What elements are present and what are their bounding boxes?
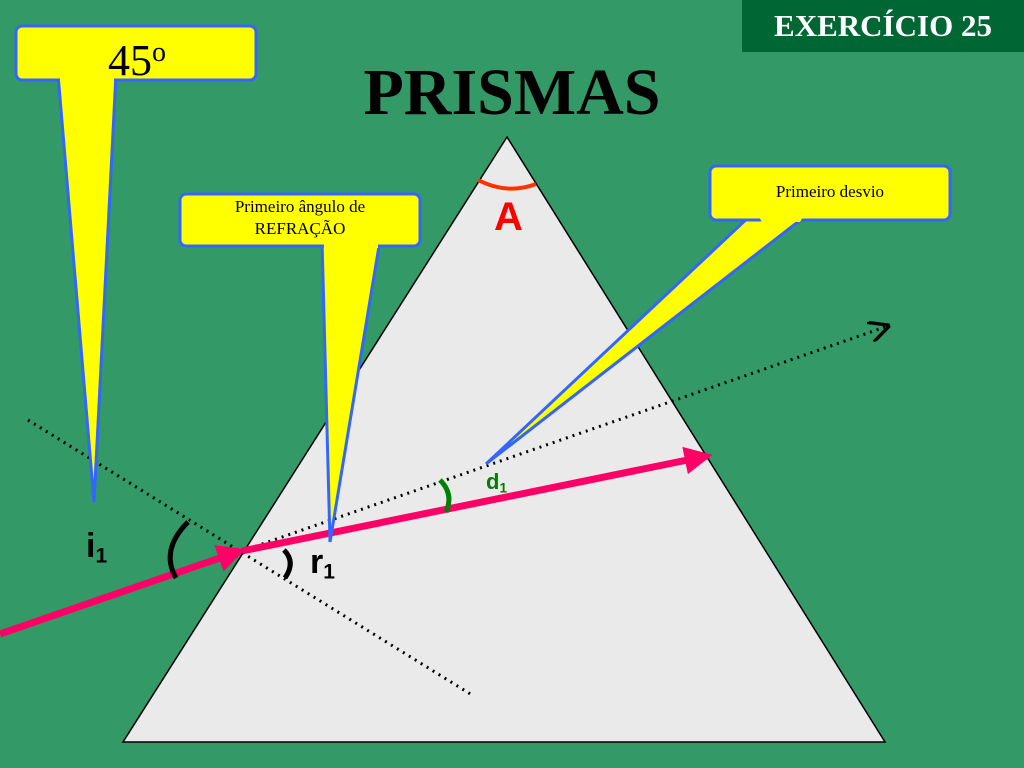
refracted-ray (241, 446, 713, 555)
incidence-angle-callout: 45o (18, 26, 256, 85)
deviation-angle-arc (438, 478, 452, 514)
page-title: PRISMAS (363, 56, 661, 129)
prism (121, 135, 887, 743)
apex-label: A (494, 195, 523, 239)
callout-refraction-box (178, 192, 422, 248)
refraction-callout: Primeiro ângulo de REFRAÇÃO (180, 196, 420, 240)
normal-line (27, 418, 473, 697)
callout-deviation-box (708, 164, 952, 222)
refraction-label: r1 (310, 543, 335, 584)
incidence-angle-value: 45 (108, 36, 152, 85)
deviation-callout: Primeiro desvio (775, 182, 885, 201)
callout-45-pointer (56, 72, 118, 503)
refraction-callout-line1: Primeiro ângulo de (234, 197, 366, 216)
incidence-label: i1 (86, 527, 108, 568)
callout-45-box (14, 24, 258, 82)
apex-angle-arc (477, 178, 537, 191)
incidence-angle-arc (167, 520, 190, 580)
incident-ray (0, 545, 246, 638)
refraction-callout-line2: REFRAÇÃO (254, 219, 346, 238)
degree-symbol: o (152, 37, 166, 68)
refraction-angle-arc (282, 548, 293, 580)
deviation-label: d1 (486, 469, 508, 496)
exercise-badge: EXERCÍCIO 25 (742, 0, 1024, 52)
